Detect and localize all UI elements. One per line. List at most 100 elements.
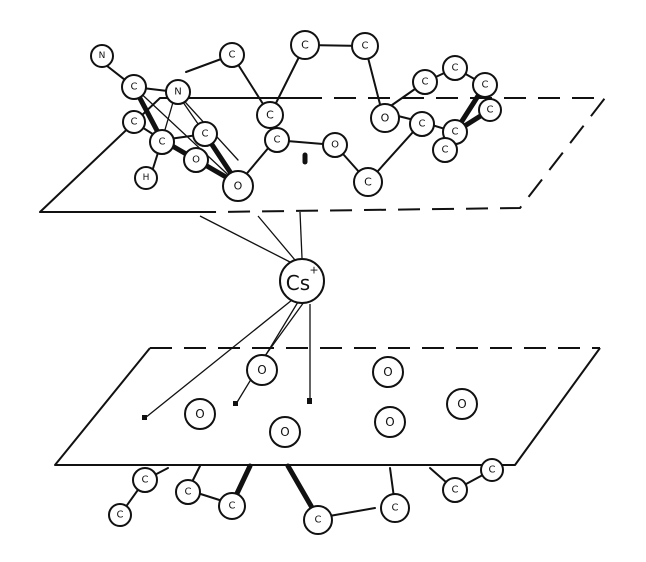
svg-text:C: C — [131, 82, 138, 93]
carbon-atom: C — [351, 32, 379, 60]
coord-line-upper-left — [199, 215, 291, 263]
lower-plane-solid-edge — [54, 347, 410, 466]
carbon-atom: C — [175, 479, 201, 505]
lower-plane-right-edge — [410, 347, 601, 466]
carbon-atom: C — [380, 493, 410, 523]
coord-line-upper-center — [299, 211, 303, 259]
carbon-atom: C — [192, 121, 218, 147]
carbon-atom: C — [132, 467, 158, 493]
svg-text:H: H — [143, 173, 150, 183]
svg-text:O: O — [331, 140, 339, 151]
coord-end-marker — [307, 398, 312, 404]
nitrogen-atom: N — [165, 79, 191, 105]
svg-text:C: C — [131, 117, 138, 128]
oxygen-atom: O — [246, 354, 278, 386]
svg-text:C: C — [185, 487, 192, 498]
coord-line-lower-mid — [261, 301, 305, 361]
svg-text:C: C — [487, 105, 494, 116]
oxygen-atom: O — [222, 170, 254, 202]
oxygen-atom: O — [372, 356, 404, 388]
svg-text:O: O — [234, 180, 243, 193]
svg-text:O: O — [195, 407, 204, 421]
carbon-atom: C — [290, 30, 320, 60]
svg-text:C: C — [392, 503, 399, 514]
svg-text:C: C — [117, 510, 124, 521]
svg-text:N: N — [99, 51, 106, 61]
svg-text:O: O — [280, 425, 289, 439]
carbon-atom: C — [442, 55, 468, 81]
carbon-atom: C — [480, 458, 504, 482]
svg-text:C: C — [482, 80, 489, 91]
upper-plane-solid-edge — [39, 97, 300, 213]
oxygen-atom: O — [374, 406, 406, 438]
carbon-atom: C — [218, 492, 246, 520]
cesium-atom — [279, 258, 325, 304]
coord-end-marker — [142, 415, 147, 420]
coord-line-upper-mid — [257, 215, 296, 261]
svg-text:C: C — [452, 63, 459, 74]
svg-text:O: O — [457, 397, 466, 411]
oxygen-atom: O — [322, 132, 348, 158]
carbon-atom: C — [353, 167, 383, 197]
svg-text:C: C — [266, 109, 274, 122]
svg-text:C: C — [419, 119, 426, 130]
oxygen-atom: O — [184, 398, 216, 430]
carbon-atom: C — [303, 505, 333, 535]
svg-text:O: O — [257, 363, 266, 377]
svg-text:O: O — [192, 155, 200, 166]
upper-bonds — [101, 44, 491, 185]
svg-text:C: C — [274, 135, 281, 146]
carbon-atom: C — [472, 72, 498, 98]
coord-end-marker — [233, 401, 238, 406]
svg-text:N: N — [174, 87, 181, 98]
carbon-atom: C — [108, 503, 132, 527]
nitrogen-atom: N — [90, 44, 114, 68]
svg-text:C: C — [362, 41, 369, 52]
hydrogen-atom: H — [134, 166, 158, 190]
oxygen-atom: O — [370, 103, 400, 133]
svg-text:O: O — [381, 112, 390, 125]
carbon-atom: C — [478, 98, 502, 122]
svg-text:C: C — [442, 145, 449, 156]
carbon-atom: C — [432, 137, 458, 163]
carbon-atom: C — [122, 110, 146, 134]
carbon-atom: C — [264, 127, 290, 153]
svg-text:C: C — [142, 475, 149, 486]
upper-ligand-atoms: N C N C C C C C C C C C O C C C O C O C … — [90, 30, 502, 202]
cesium-symbol: Cs — [286, 271, 310, 295]
svg-text:O: O — [383, 365, 392, 379]
svg-text:C: C — [229, 50, 236, 61]
carbon-atom: C — [256, 101, 284, 129]
carbon-atom: C — [149, 129, 175, 155]
svg-text:C: C — [315, 515, 322, 526]
svg-text:C: C — [364, 176, 372, 189]
bond — [133, 86, 239, 185]
oxygen-atom: O — [446, 388, 478, 420]
lower-ligand-atoms: C C C C C C C C C — [108, 458, 504, 535]
svg-text:C: C — [452, 127, 459, 138]
cesium-charge: + — [309, 264, 318, 277]
svg-text:C: C — [202, 129, 209, 140]
lower-plane — [54, 347, 601, 466]
upper-plane — [39, 97, 608, 213]
carbon-atom: C — [121, 74, 147, 100]
svg-text:C: C — [452, 485, 459, 496]
carbon-atom: C — [409, 111, 435, 137]
cesium-cation: Cs + — [279, 258, 325, 304]
coordination-lines — [142, 211, 312, 420]
oxygen-atom: O — [183, 147, 209, 173]
svg-text:C: C — [229, 501, 236, 512]
svg-text:O: O — [385, 415, 394, 429]
coord-line-lower-left — [144, 299, 293, 419]
oxygen-atom: O — [269, 416, 301, 448]
svg-text:C: C — [159, 137, 166, 148]
svg-text:C: C — [422, 77, 429, 88]
lower-ring-atoms: O O O O O O — [184, 354, 478, 448]
svg-text:C: C — [489, 465, 496, 476]
carbon-atom: C — [412, 69, 438, 95]
svg-text:C: C — [301, 39, 309, 52]
carbon-atom: C — [442, 477, 468, 503]
upper-plane-dashed-edge — [214, 97, 608, 213]
carbon-atom: C — [404, 469, 406, 472]
